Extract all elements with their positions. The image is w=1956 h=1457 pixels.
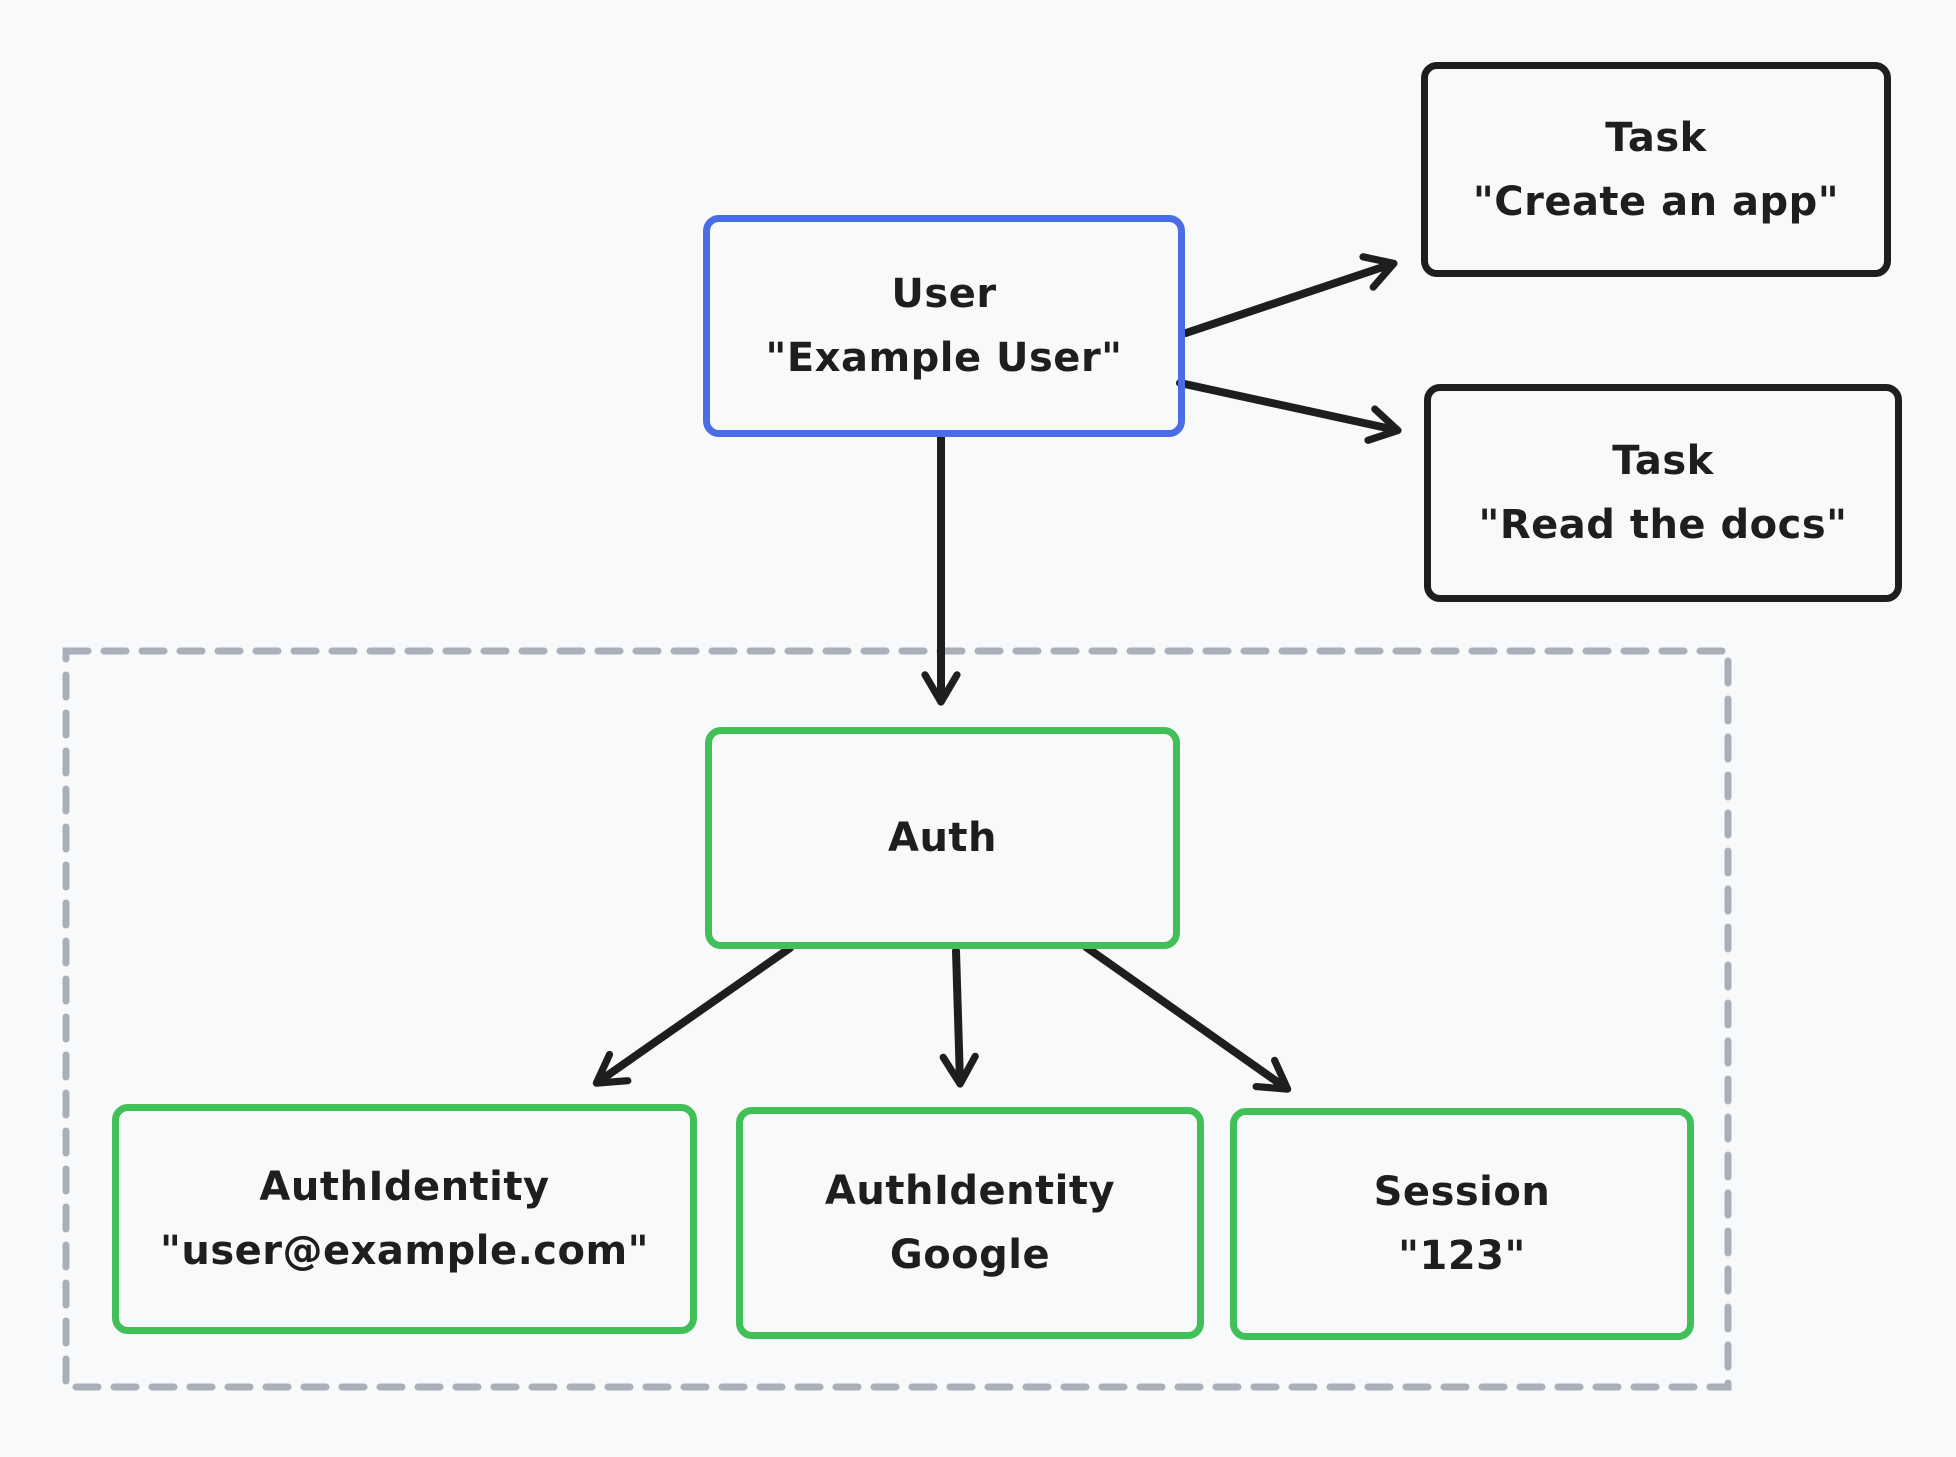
node-session: Session "123" — [1230, 1108, 1694, 1340]
node-authidentity-google-value: Google — [889, 1232, 1051, 1278]
auth-boundary-dashed-box — [62, 647, 1732, 1391]
node-task-create-type: Task — [1605, 114, 1707, 161]
arrow-user-to-task-create — [1182, 253, 1398, 337]
node-authidentity-google: AuthIdentity Google — [736, 1107, 1204, 1339]
node-task-read-the-docs: Task "Read the docs" — [1424, 384, 1902, 602]
node-auth-type: Auth — [887, 815, 998, 861]
node-user: User "Example User" — [703, 215, 1185, 437]
node-authidentity-email-value: "user@example.com" — [160, 1228, 649, 1274]
node-authidentity-google-type: AuthIdentity — [824, 1168, 1116, 1214]
node-user-value: "Example User" — [765, 335, 1123, 381]
arrow-auth-to-authidentity-google — [939, 947, 979, 1088]
node-task-read-value: "Read the docs" — [1478, 502, 1848, 548]
node-task-create-an-app: Task "Create an app" — [1421, 62, 1891, 277]
node-session-value: "123" — [1398, 1233, 1526, 1279]
node-task-create-value: "Create an app" — [1472, 178, 1840, 225]
arrow-user-to-task-read — [1176, 379, 1402, 444]
node-user-type: User — [891, 271, 997, 317]
node-task-read-type: Task — [1612, 438, 1714, 484]
node-session-type: Session — [1373, 1169, 1551, 1215]
arrow-auth-to-session — [1082, 943, 1292, 1093]
arrow-auth-to-authidentity-email — [592, 944, 794, 1087]
node-auth: Auth — [705, 727, 1180, 949]
node-authidentity-email: AuthIdentity "user@example.com" — [112, 1104, 697, 1334]
node-authidentity-email-type: AuthIdentity — [259, 1164, 550, 1210]
